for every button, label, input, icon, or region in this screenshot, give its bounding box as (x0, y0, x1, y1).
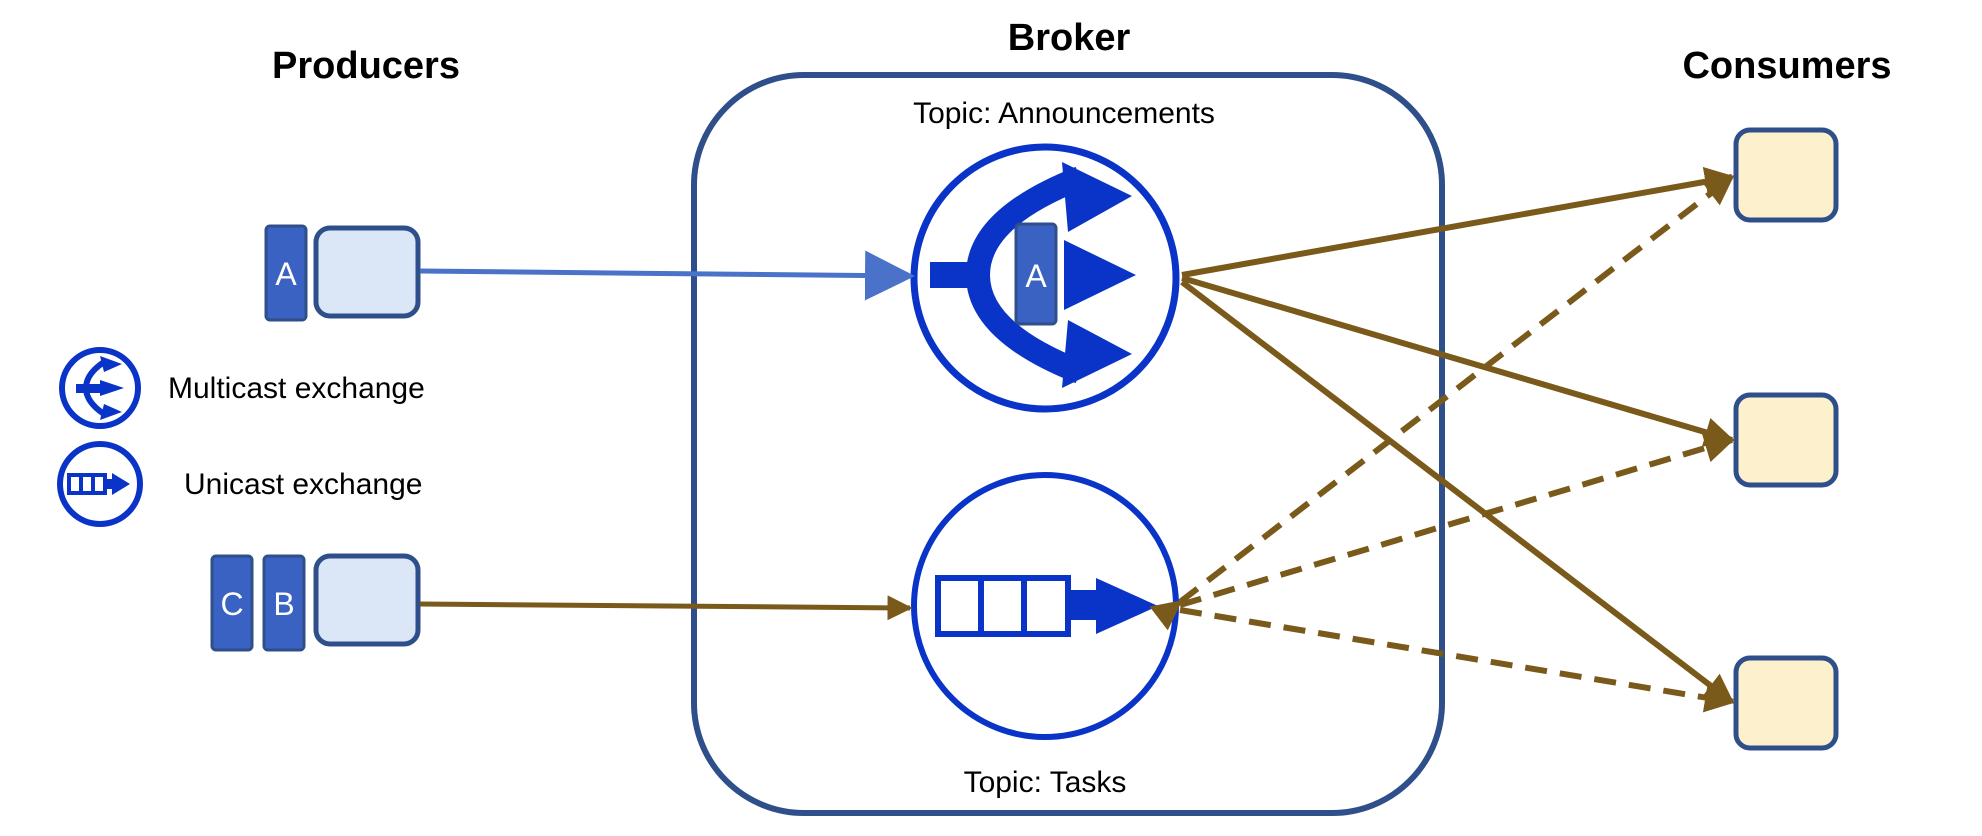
delivery-to-consumer-3 (1180, 279, 1735, 705)
multicast-exchange: A (910, 143, 1180, 413)
delivery-to-consumer-1 (1181, 166, 1735, 278)
message-b: B (262, 554, 306, 652)
svg-text:C: C (220, 586, 243, 622)
unicast-exchange (911, 472, 1179, 740)
broker-heading: Broker (1008, 17, 1131, 59)
unicast-link-consumer-3 (1179, 607, 1735, 713)
unicast-link-consumer-2 (1179, 433, 1735, 608)
consumers-heading: Consumers (1682, 45, 1891, 87)
consumer-1 (1733, 127, 1839, 223)
producer-1: A (264, 224, 421, 322)
svg-text:A: A (275, 256, 297, 292)
multicast-exchange-icon (59, 347, 141, 429)
consumer-2 (1733, 392, 1839, 488)
message-c: C (210, 554, 254, 652)
topic-tasks-label: Topic: Tasks (964, 766, 1127, 799)
unicast-link-consumer-1 (1149, 174, 1735, 631)
publish-arrow-bc (419, 595, 913, 621)
publish-arrow-a (419, 250, 915, 301)
producer-2-box (313, 553, 421, 647)
delivery-to-consumer-2 (1181, 275, 1735, 447)
svg-text:A: A (1025, 258, 1047, 294)
legend-unicast-label: Unicast exchange (184, 468, 422, 501)
legend-unicast: Unicast exchange (57, 441, 422, 527)
producers-heading: Producers (272, 45, 460, 87)
legend-multicast-label: Multicast exchange (168, 372, 425, 405)
producer-2: C B (210, 553, 421, 652)
producer-1-box (313, 225, 421, 319)
legend-multicast: Multicast exchange (59, 347, 425, 429)
topic-announcements-label: Topic: Announcements (913, 97, 1215, 130)
consumer-3 (1733, 655, 1839, 751)
message-a: A (264, 224, 308, 322)
svg-text:B: B (273, 586, 294, 622)
message-a-in-exchange: A (1014, 222, 1058, 326)
unicast-exchange-icon (57, 441, 143, 527)
